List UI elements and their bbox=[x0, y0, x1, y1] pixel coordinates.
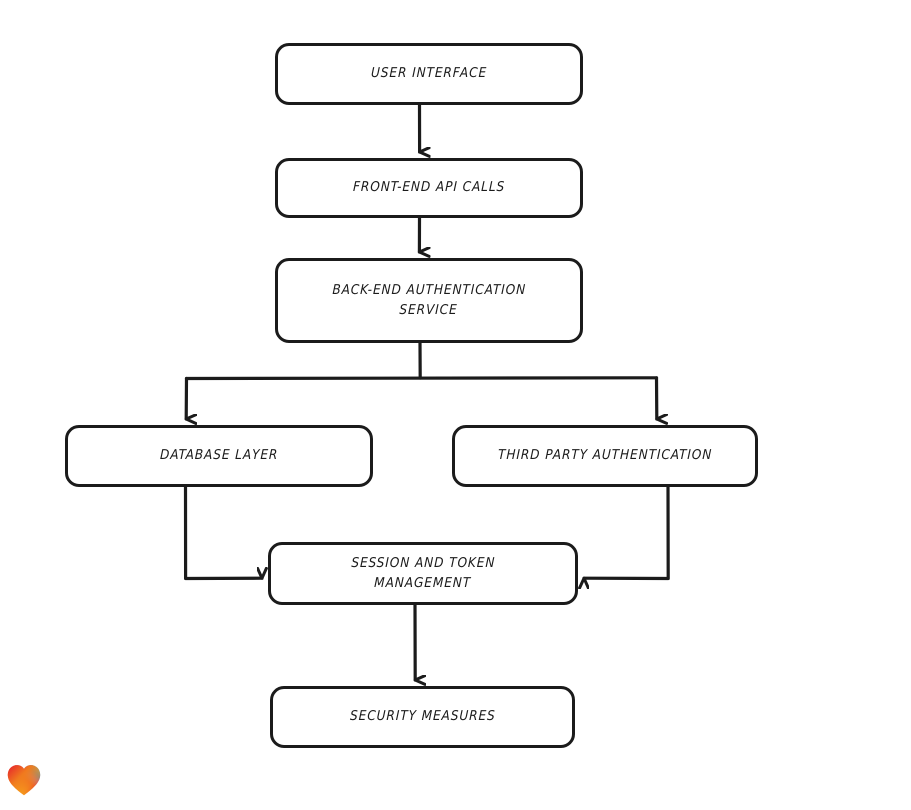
edge-database-to-session bbox=[183, 485, 263, 581]
node-session-token-mgmt-label: SESSION AND TOKEN MANAGEMENT bbox=[351, 554, 496, 591]
node-third-party-auth-label: THIRD PARTY AUTHENTICATION bbox=[497, 447, 713, 464]
node-security-measures[interactable]: SECURITY MEASURES bbox=[270, 686, 575, 748]
edge-backend-split-bar bbox=[184, 376, 659, 381]
node-front-end-api-calls-label: FRONT-END API CALLS bbox=[352, 179, 506, 196]
edge-thirdparty-to-session bbox=[584, 485, 670, 579]
gradient-heart-icon bbox=[7, 765, 41, 796]
node-database-layer[interactable]: DATABASE LAYER bbox=[65, 425, 373, 487]
node-session-token-mgmt[interactable]: SESSION AND TOKEN MANAGEMENT bbox=[268, 542, 578, 605]
node-third-party-auth[interactable]: THIRD PARTY AUTHENTICATION bbox=[452, 425, 758, 487]
node-user-interface[interactable]: USER INTERFACE bbox=[275, 43, 583, 105]
node-security-measures-label: SECURITY MEASURES bbox=[349, 708, 496, 725]
node-front-end-api-calls[interactable]: FRONT-END API CALLS bbox=[275, 158, 583, 218]
node-back-end-auth-service[interactable]: BACK-END AUTHENTICATION SERVICE bbox=[275, 258, 583, 343]
node-database-layer-label: DATABASE LAYER bbox=[159, 447, 279, 464]
node-back-end-auth-service-label: BACK-END AUTHENTICATION SERVICE bbox=[332, 281, 527, 318]
node-user-interface-label: USER INTERFACE bbox=[370, 65, 488, 82]
